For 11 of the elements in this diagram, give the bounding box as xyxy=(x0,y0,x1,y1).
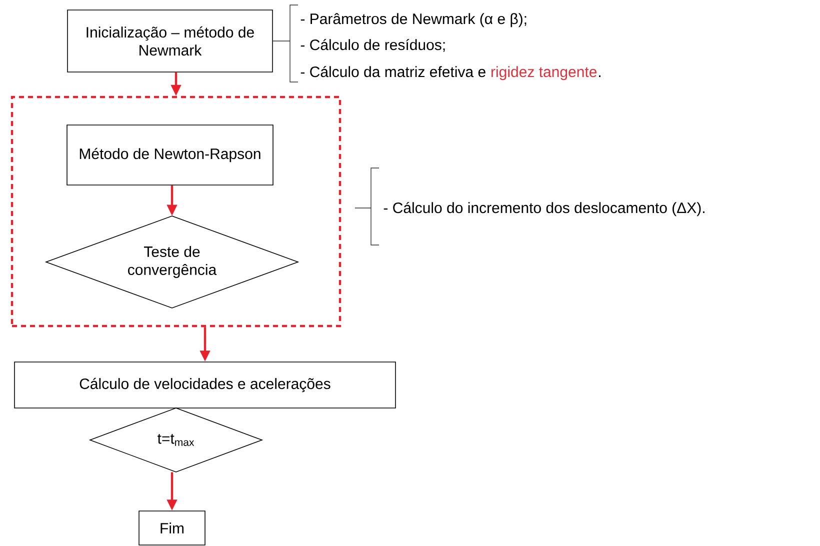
annotation-text: - Cálculo do incremento dos deslocamento (ΔX). xyxy=(384,202,704,216)
annotation-text: - Parâmetros de Newmark (α e β); xyxy=(300,13,526,28)
annotation-text: rigidez tangente xyxy=(492,66,597,80)
process-box: Fim xyxy=(138,510,206,546)
process-box: Inicialização – método de Newmark xyxy=(67,10,273,72)
process-box: Método de Newton-Rapson xyxy=(66,124,274,186)
annotation-text: . xyxy=(599,75,600,77)
loop-region xyxy=(10,96,342,328)
annotation-text: - Cálculo de resíduos; xyxy=(300,38,445,52)
annotation-text: - Cálculo da matriz efetiva e xyxy=(300,66,486,78)
process-box: Cálculo de velocidades e acelerações xyxy=(14,362,396,408)
